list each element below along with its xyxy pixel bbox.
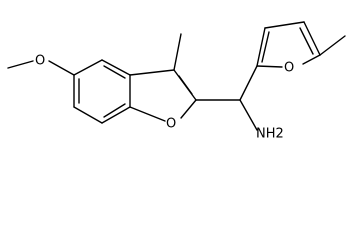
methylfuran-bond-1: [256, 27, 266, 67]
molecule-diagram: O O NH2: [7, 21, 346, 142]
benzene-bond-5: [73, 106, 103, 124]
benzene-bond-1: [73, 59, 103, 76]
furan-double-bond: [178, 75, 193, 95]
benzene-double-bond-a: [103, 65, 126, 79]
benzofuran-ring: O: [129, 33, 197, 132]
methoxy-oxygen-label: O: [35, 54, 45, 69]
furan-bond-o-c7a: [129, 106, 166, 122]
furan-oxygen-label: O: [284, 61, 294, 76]
methylfuran-bond-2: [264, 21, 305, 29]
methylfuran-ring: O: [256, 21, 346, 76]
benzene-bond-2: [101, 59, 131, 76]
structure-svg: O O NH2: [7, 21, 346, 142]
methylfuran-methyl-bond: [319, 35, 346, 56]
methylfuran-bond-5: [256, 65, 283, 68]
methyl-to-oxygen-bond: [7, 60, 34, 69]
bond-to-amine: [239, 99, 258, 131]
methylfuran-double-bond-2: [299, 27, 314, 55]
methine-center: NH2: [195, 65, 284, 142]
amine-label: NH2: [256, 127, 284, 142]
furan-bond-c2-o: [180, 99, 197, 119]
benzene-ring: [73, 59, 131, 124]
methylfuran-double-bond-1: [261, 31, 270, 63]
oxygen-to-ring-bond: [48, 60, 75, 76]
methoxy-group: O: [7, 54, 75, 76]
methylfuran-bond-3: [303, 21, 321, 56]
methylfuran-bond-4: [302, 54, 321, 65]
benzofuran-oxygen-label: O: [166, 117, 176, 132]
methyl-bond: [173, 33, 182, 71]
benzene-bond-4: [101, 106, 131, 124]
furan-bond-c3a-c3: [129, 69, 175, 76]
bond-to-furan: [239, 65, 258, 101]
benzene-double-bond-b: [103, 103, 126, 118]
